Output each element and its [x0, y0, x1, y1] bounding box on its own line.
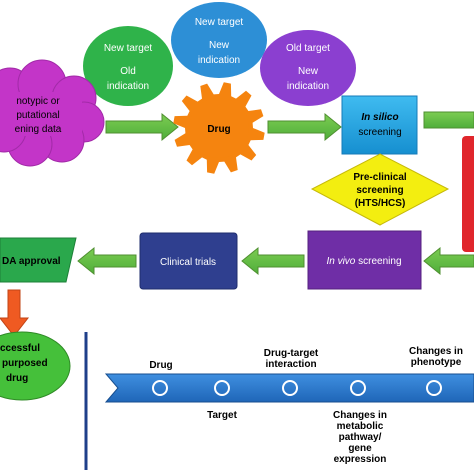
in-silico-italic: In silico — [361, 112, 398, 123]
right-arrow-icon — [423, 111, 474, 129]
clinical-trials-box — [139, 232, 238, 290]
circle-left-line1: New target — [104, 43, 153, 54]
in-vivo-italic: In vivo — [326, 256, 355, 267]
repurposed-line2: purposed — [2, 358, 48, 369]
preclinical-line2: screening — [356, 185, 403, 196]
timeline-label-target: Target — [207, 410, 237, 421]
timeline-dot — [282, 380, 298, 396]
cloud-line2: putational — [16, 110, 59, 121]
in-silico-line2: screening — [358, 127, 401, 138]
circle-right-line2: New — [298, 66, 319, 77]
circle-right-line3: indication — [287, 81, 329, 92]
circle-new-target-new-indication — [171, 2, 267, 78]
timeline-label-metabolic-5: expression — [334, 454, 387, 465]
cloud-line3: ening data — [15, 124, 62, 135]
in-silico-box — [341, 95, 418, 155]
red-box — [462, 136, 474, 252]
fda-approval-box — [0, 237, 77, 283]
circle-middle-line3: indication — [198, 55, 240, 66]
circle-left-line3: indication — [107, 81, 149, 92]
right-arrow-icon — [105, 112, 179, 142]
circle-right-line1: Old target — [286, 43, 330, 54]
timeline-label-metabolic-2: metabolic — [337, 421, 384, 432]
timeline-label-metabolic-3: pathway/ — [339, 432, 382, 443]
circle-left-line2: Old — [120, 66, 136, 77]
left-arrow-icon — [77, 246, 137, 276]
in-vivo-rest: screening — [355, 256, 401, 267]
timeline-dot — [426, 380, 442, 396]
gear-icon — [173, 82, 265, 174]
repurposed-drug-ellipse — [0, 331, 71, 401]
cloud-line1: notypic or — [16, 96, 60, 107]
repurposed-line1: ccessful — [0, 343, 40, 354]
clinical-trials-label: Clinical trials — [160, 257, 216, 268]
timeline-dot — [214, 380, 230, 396]
left-arrow-icon — [241, 246, 305, 276]
timeline-label-metabolic-4: gene — [348, 443, 372, 454]
preclinical-diamond — [310, 153, 450, 226]
timeline-label-drug: Drug — [149, 360, 172, 371]
circle-old-target-new-indication — [260, 30, 356, 106]
fda-label: DA approval — [2, 256, 61, 267]
timeline-label-metabolic-1: Changes in — [333, 410, 387, 421]
timeline-dots — [152, 380, 442, 396]
circle-middle-line2: New — [209, 40, 230, 51]
down-arrow-icon — [0, 289, 30, 337]
timeline-dot — [152, 380, 168, 396]
data-cloud — [0, 59, 105, 167]
circle-new-target-old-indication — [83, 26, 173, 106]
timeline-label-phenotype-2: phenotype — [411, 357, 462, 368]
right-arrow-icon — [267, 112, 342, 142]
timeline-label-drug-target-2: interaction — [265, 359, 316, 370]
left-arrow-icon — [423, 246, 474, 276]
timeline-label-phenotype-1: Changes in — [409, 346, 463, 357]
preclinical-line1: Pre-clinical — [353, 172, 407, 183]
in-vivo-label: In vivo screening — [326, 256, 401, 267]
gear-label: Drug — [207, 124, 230, 135]
timeline-label-drug-target-1: Drug-target — [264, 348, 319, 359]
repurposed-line3: drug — [6, 373, 28, 384]
circle-middle-line1: New target — [195, 17, 244, 28]
in-vivo-box — [307, 230, 422, 290]
preclinical-line3: (HTS/HCS) — [355, 198, 406, 209]
timeline-dot — [350, 380, 366, 396]
timeline-band — [104, 373, 474, 403]
